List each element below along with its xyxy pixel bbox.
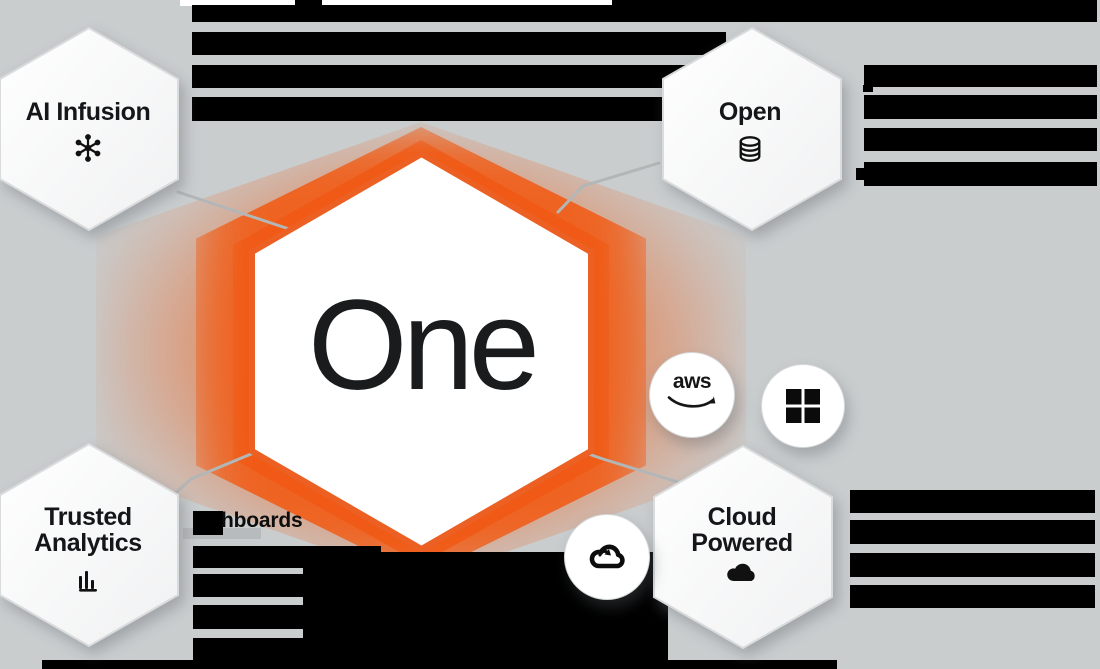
redacted-text-bar [193,605,305,629]
ai-infusion-hexagon [0,26,179,232]
cloud-powered-label: Cloud Powered [691,503,793,557]
redacted-text-bar [193,574,305,597]
redacted-text-bar [193,546,305,568]
redacted-text-bar [192,97,710,121]
redacted-text-fragment [295,0,322,6]
cloud-icon [727,563,755,581]
redacted-text-bar [193,638,305,662]
top-white-strip [322,0,612,6]
aws-logo-text: aws [672,370,712,393]
redacted-text-fragment [863,85,873,92]
redacted-text-bar [864,65,1097,87]
windows-grid-icon [786,389,820,423]
cloud-arrow-icon [589,544,625,569]
ai-sparkle-icon [75,134,101,162]
redacted-text-bar [42,660,837,669]
redacted-word-fragment [193,511,223,535]
cloud-powered-hexagon [653,444,833,650]
open-label: Open [718,98,782,126]
connector-ai-to-one [176,190,294,232]
redacted-text-bar [850,490,1095,513]
one-label: One [308,274,540,417]
redacted-text-fragment [856,168,865,180]
trusted-analytics-hexagon [0,442,179,648]
redacted-text-bar [864,95,1097,119]
partial-word-hboards: hboards [221,509,303,532]
redacted-text-bar [850,585,1095,608]
cloud-sync-badge [564,514,650,600]
redacted-text-fragment [612,0,1097,6]
redacted-text-bar [864,128,1097,151]
top-white-strip [180,0,295,6]
redacted-text-bar [850,520,1095,544]
trusted-analytics-label: Trusted Analytics [34,503,142,557]
redacted-text-bar [864,162,1097,186]
ai-infusion-label: AI Infusion [25,98,151,126]
open-hexagon [662,26,842,232]
bar-chart-icon [79,571,97,592]
redacted-text-bar [850,553,1095,577]
one-hexagon [249,151,594,552]
microsoft-badge [761,364,845,448]
aws-smile-icon [667,396,716,408]
database-icon [739,136,761,162]
redacted-text-bar [192,5,1097,22]
redacted-text-bar [192,32,726,55]
redacted-text-bar [192,65,718,88]
aws-badge [649,352,735,438]
connector-trusted-to-one [166,450,258,502]
connector-one-to-open [556,161,661,214]
